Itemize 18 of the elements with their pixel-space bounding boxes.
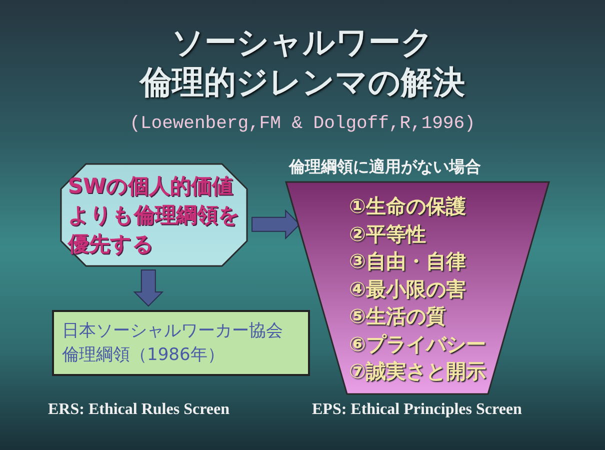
principle-item: ②平等性 [349, 220, 427, 248]
principle-item: ①生命の保護 [349, 193, 467, 220]
title: ソーシャルワーク倫理的ジレンマの解決 [140, 22, 465, 102]
principle-item: ⑤生活の質 [349, 303, 447, 330]
process-box [52, 310, 310, 376]
funnel-heading: 倫理綱領に適用がない場合 [289, 157, 481, 177]
octagon-shape [60, 163, 248, 267]
principle-item: ⑥プライバシー [349, 330, 486, 358]
caption-text: ERS: Ethical Rules Screen [48, 400, 230, 420]
caption-text: EPS: Ethical Principles Screen [312, 400, 522, 420]
block-arrow [133, 270, 164, 307]
block-arrow [252, 209, 300, 240]
citation: (Loewenberg,FM & Dolgoff,R,1996) [130, 113, 476, 135]
principle-item: ④最小限の害 [349, 276, 467, 302]
node-text: 日本ソーシャルワーカー協会倫理綱領（1986年） [62, 320, 284, 367]
principle-item: ③自由・自律 [349, 248, 467, 275]
principle-item: ⑦誠実さと開示 [349, 358, 486, 385]
node-text: SWの個人的価値よりも倫理綱領を優先する [68, 172, 240, 258]
